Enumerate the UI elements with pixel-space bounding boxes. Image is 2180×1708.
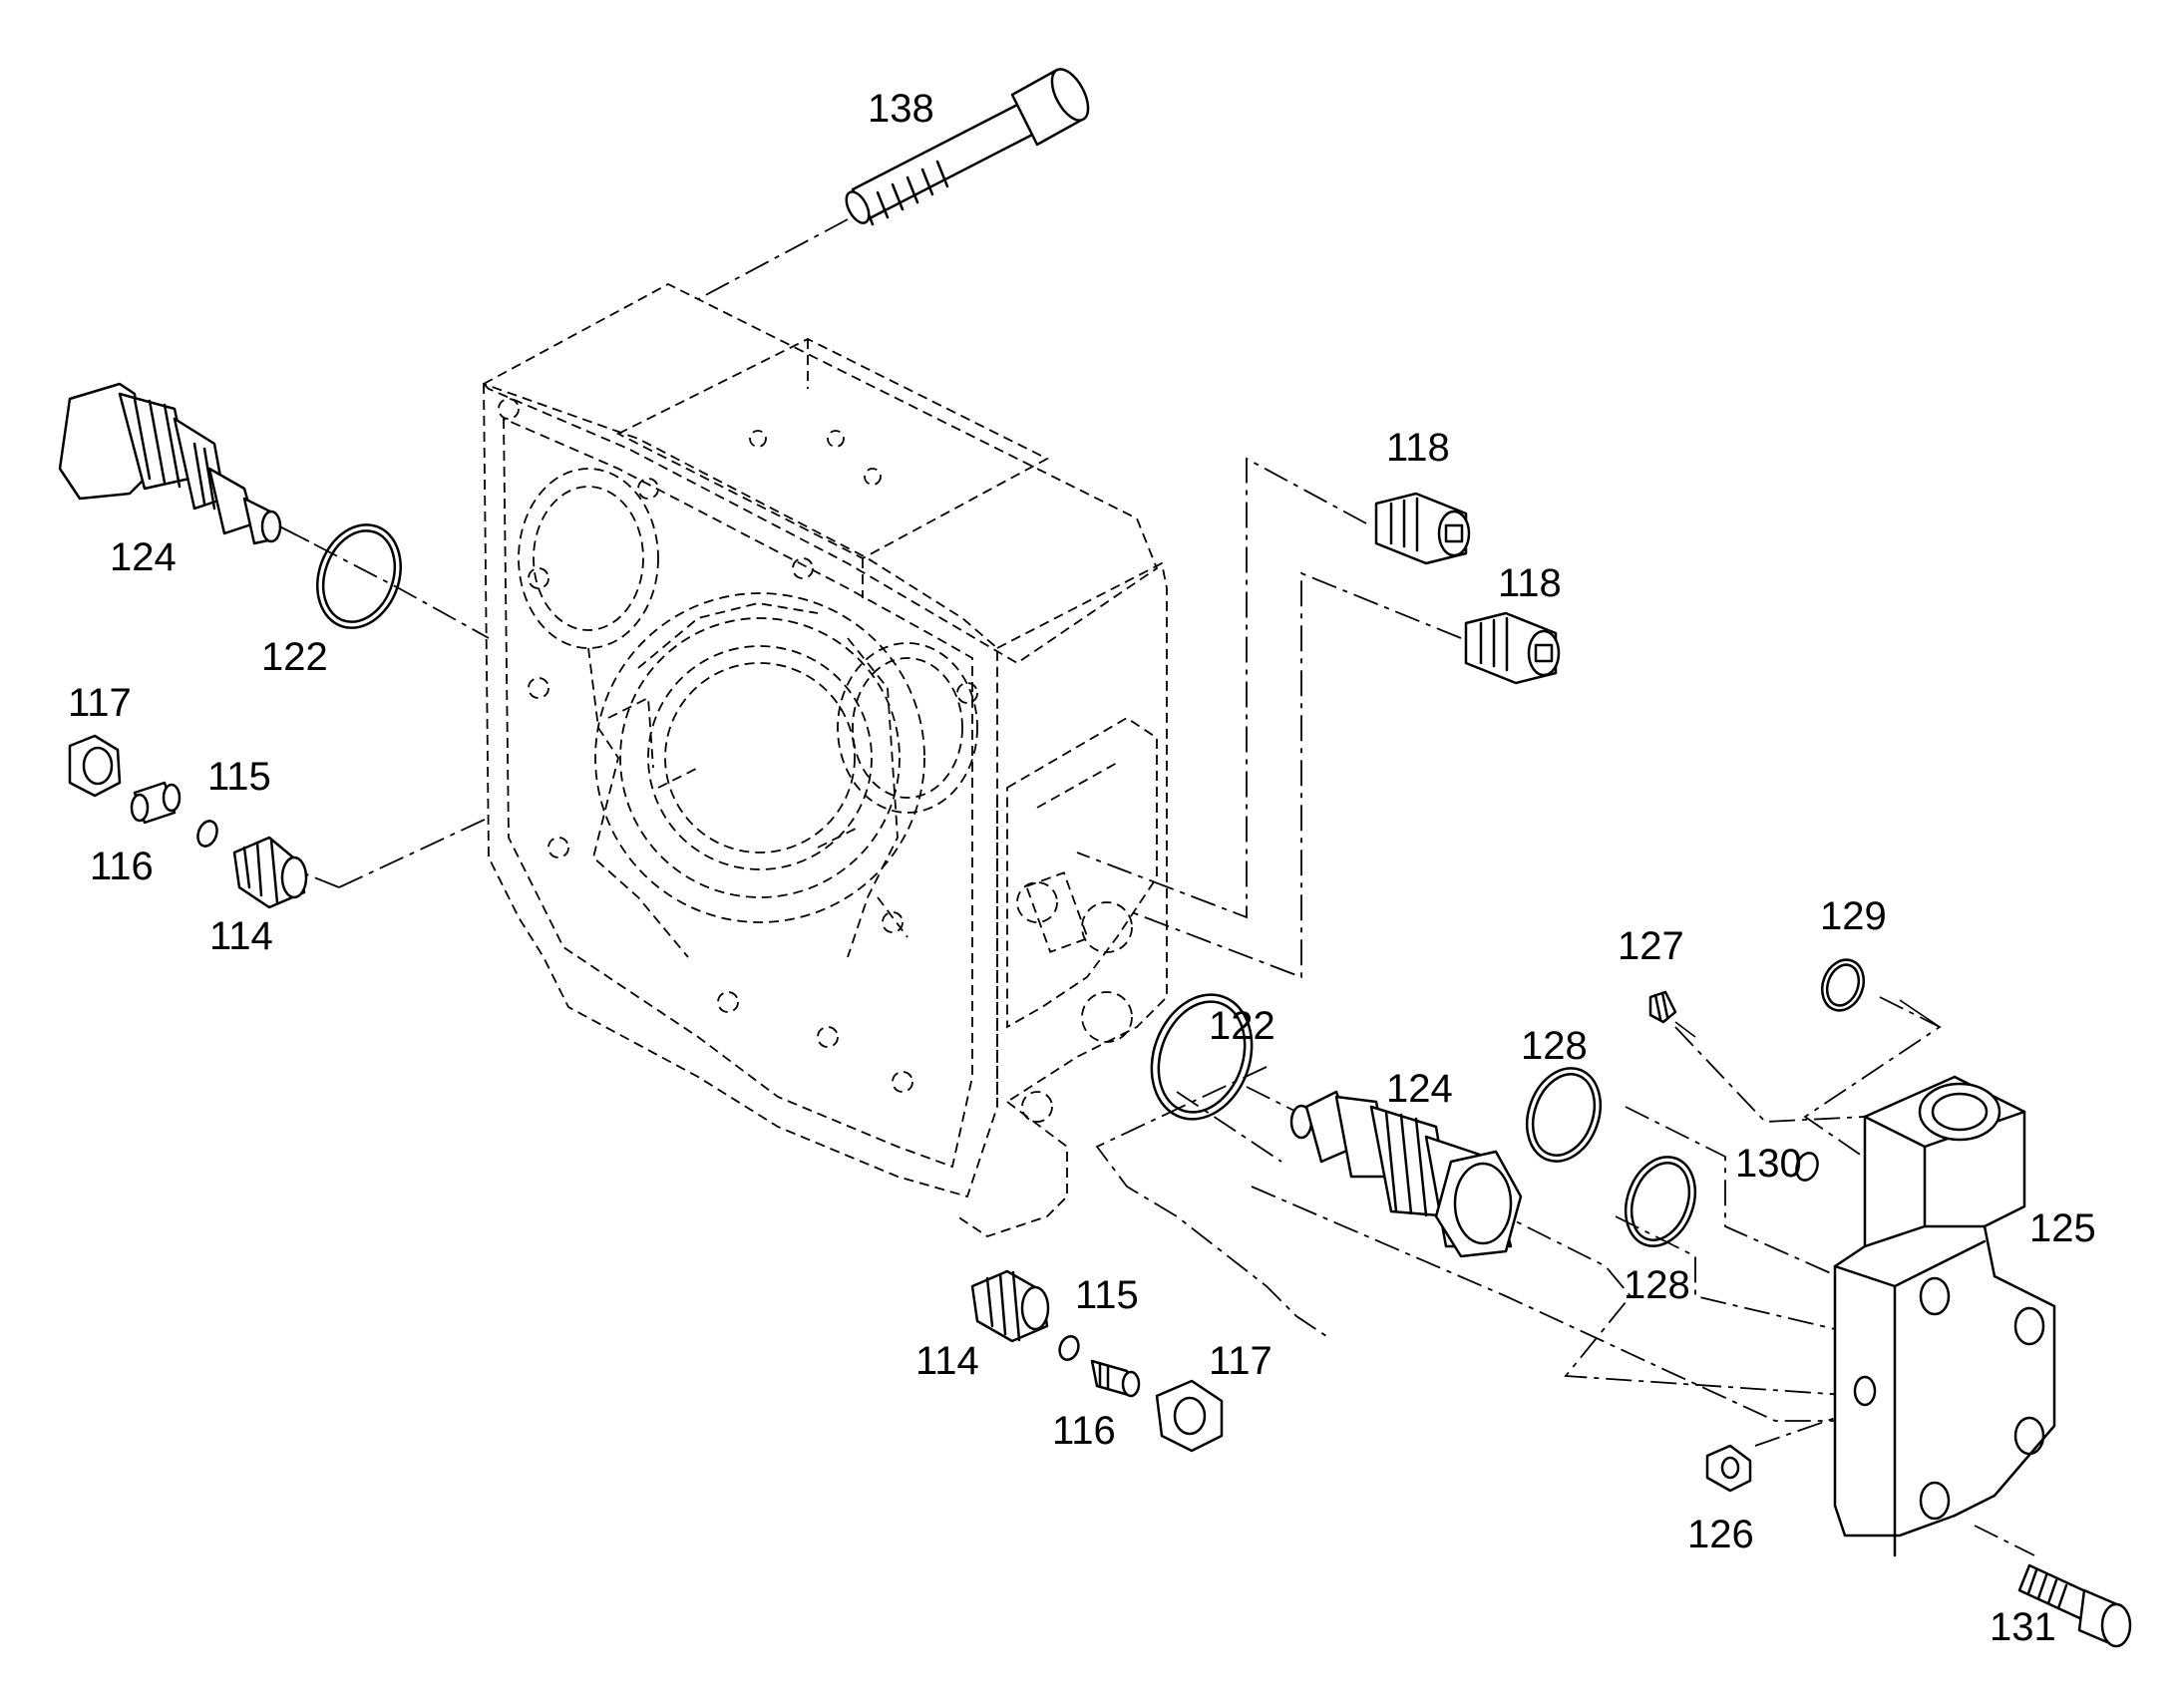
- callout-114-left: 114: [209, 914, 273, 958]
- callout-131: 131: [1990, 1605, 2056, 1649]
- callout-128-lower: 128: [1624, 1263, 1690, 1307]
- callout-127: 127: [1618, 924, 1684, 968]
- part-117-nut-lower: [1155, 1379, 1224, 1453]
- part-127-small-plug: [1648, 990, 1677, 1024]
- part-130-o-ring-small: [1795, 1152, 1819, 1182]
- part-115-washer-lower: [1058, 1335, 1080, 1361]
- part-114-fitting-lower: [970, 1269, 1050, 1343]
- callout-118-upper: 118: [1386, 426, 1450, 470]
- callout-labels: 138 124 122 117 115 116 114 118 118 127 …: [68, 87, 2096, 1649]
- callout-130: 130: [1735, 1142, 1802, 1186]
- callout-117-left: 117: [68, 681, 132, 725]
- callout-126: 126: [1687, 1513, 1754, 1556]
- part-138-cap-screw: [845, 68, 1090, 226]
- part-117-nut-left: [68, 734, 122, 798]
- part-124-relief-valve-middle: [1289, 1090, 1523, 1258]
- callout-118-lower: 118: [1498, 561, 1562, 605]
- callout-116-lower: 116: [1052, 1409, 1116, 1453]
- part-122-o-ring-middle: [1150, 993, 1254, 1121]
- part-122-o-ring-upper: [316, 523, 402, 629]
- callout-122-middle: 122: [1209, 1004, 1275, 1048]
- part-128-o-ring-lower: [1624, 1156, 1697, 1247]
- part-114-fitting-left: [232, 836, 308, 909]
- part-128-o-ring-upper: [1525, 1067, 1603, 1163]
- part-126-plug: [1705, 1444, 1752, 1493]
- transmission-housing: [482, 282, 1168, 1237]
- part-124-relief-valve-upper: [58, 382, 282, 545]
- callout-117-lower: 117: [1209, 1339, 1272, 1383]
- callout-129: 129: [1820, 894, 1887, 938]
- leader-lines: [278, 525, 1941, 1038]
- part-118-plug-upper: [1374, 492, 1471, 565]
- callout-124-middle: 124: [1386, 1067, 1453, 1111]
- part-131-cap-screw: [2017, 1563, 2132, 1648]
- assembly-guide-lines: [273, 218, 2035, 1556]
- callout-115-lower: 115: [1075, 1273, 1139, 1317]
- part-118-plug-lower: [1464, 611, 1561, 685]
- callout-128-upper: 128: [1521, 1024, 1588, 1068]
- part-116-pin-lower: [1090, 1359, 1141, 1398]
- callout-138: 138: [868, 87, 934, 131]
- callout-122-upper: 122: [261, 635, 328, 679]
- part-115-washer-left: [196, 820, 218, 848]
- part-116-pin-left: [130, 781, 182, 825]
- part-129-o-ring: [1820, 958, 1866, 1012]
- part-125-valve-block: [1833, 1075, 2056, 1557]
- callout-114-lower: 114: [915, 1339, 979, 1383]
- callout-115-left: 115: [207, 755, 271, 799]
- callout-124-upper: 124: [110, 535, 177, 579]
- callout-116-left: 116: [90, 845, 154, 888]
- callout-125: 125: [2029, 1206, 2096, 1250]
